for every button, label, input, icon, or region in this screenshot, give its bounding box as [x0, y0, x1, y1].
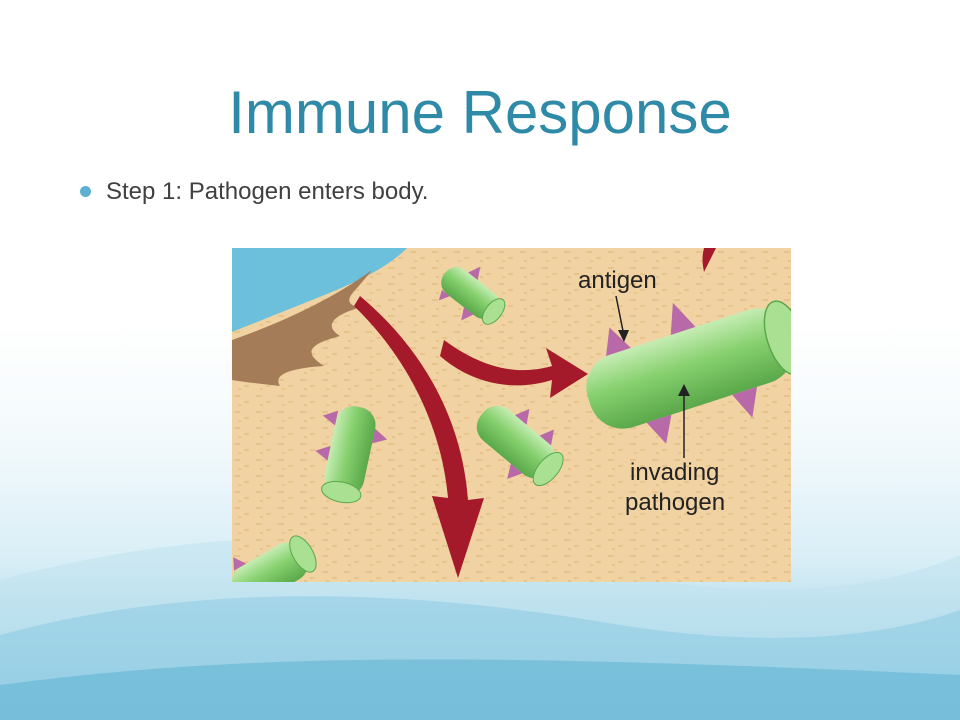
label-antigen: antigen: [578, 267, 657, 294]
antigen-pointer-arrowhead: [618, 330, 629, 342]
label-pathogen: pathogen: [625, 489, 725, 516]
pathogen-pointer-arrowhead: [678, 384, 690, 396]
arrow-down: [354, 296, 484, 578]
pathogen-small-1: [438, 266, 506, 325]
slide-title: Immune Response: [228, 79, 732, 146]
bullet-dot-icon: [80, 186, 91, 197]
bullet-list: Step 1: Pathogen enters body.: [80, 178, 428, 206]
pathogen-small-4: [232, 535, 317, 582]
skin-flap: [232, 270, 372, 386]
pathogen-large: [586, 300, 791, 444]
label-invading: invading: [630, 459, 719, 486]
pathogen-small-3: [476, 405, 564, 487]
bullet-text: Step 1: Pathogen enters body.: [106, 178, 429, 205]
antigen-pointer-line: [615, 295, 625, 337]
pathogen-small-2: [315, 406, 388, 504]
bullet-item: Step 1: Pathogen enters body.: [80, 178, 428, 206]
outside-region: [232, 248, 407, 332]
background-wave: [0, 537, 960, 720]
pathogen-illustration: antigen invading pathogen: [232, 248, 791, 582]
arrow-to-pathogen: [440, 340, 588, 398]
arrow-top: [702, 248, 716, 272]
